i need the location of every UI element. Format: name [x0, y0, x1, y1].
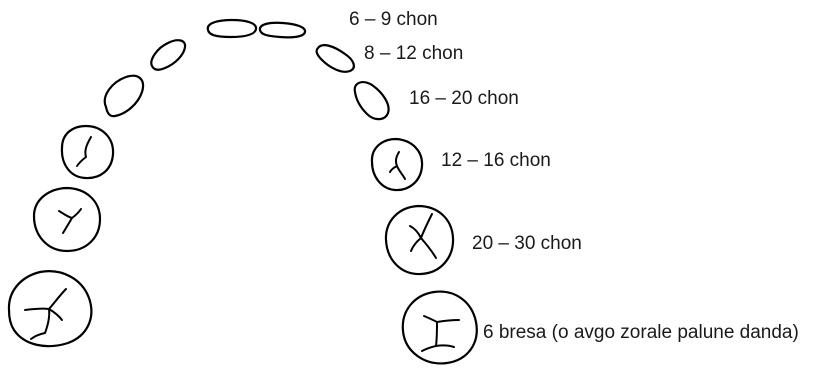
tooth-second-premolar-left: [32, 186, 102, 253]
label-lateral-incisor: 8 – 12 chon: [364, 43, 464, 64]
label-second-premolar: 20 – 30 chon: [472, 233, 582, 254]
groove-first-premolar-left: [76, 136, 92, 167]
label-canine: 16 – 20 chon: [409, 88, 519, 109]
tooth-canine-left: [103, 74, 145, 118]
tooth-first-molar-left: [7, 270, 93, 348]
tooth-first-premolar-left: [60, 124, 115, 180]
groove-second-premolar-right: [409, 213, 437, 259]
label-first-premolar: 12 – 16 chon: [441, 150, 551, 171]
tooth-central-incisor-right: [258, 21, 307, 39]
tooth-central-incisor-left: [206, 18, 258, 39]
groove-first-premolar-right: [389, 151, 406, 180]
groove-second-premolar-left: [58, 208, 82, 234]
label-first-molar: 6 bresa (o avgo zorale palune danda): [483, 322, 799, 343]
groove-first-molar-left: [24, 288, 67, 340]
tooth-canine-right: [353, 81, 390, 121]
tooth-lateral-incisor-left: [150, 39, 187, 71]
tooth-first-premolar-right: [370, 137, 424, 192]
tooth-lateral-incisor-right: [315, 44, 355, 73]
tooth-second-premolar-right: [384, 204, 455, 276]
groove-first-molar-right: [421, 315, 460, 352]
label-central-incisor: 6 – 9 chon: [349, 9, 438, 30]
tooth-first-molar-right: [401, 290, 478, 365]
